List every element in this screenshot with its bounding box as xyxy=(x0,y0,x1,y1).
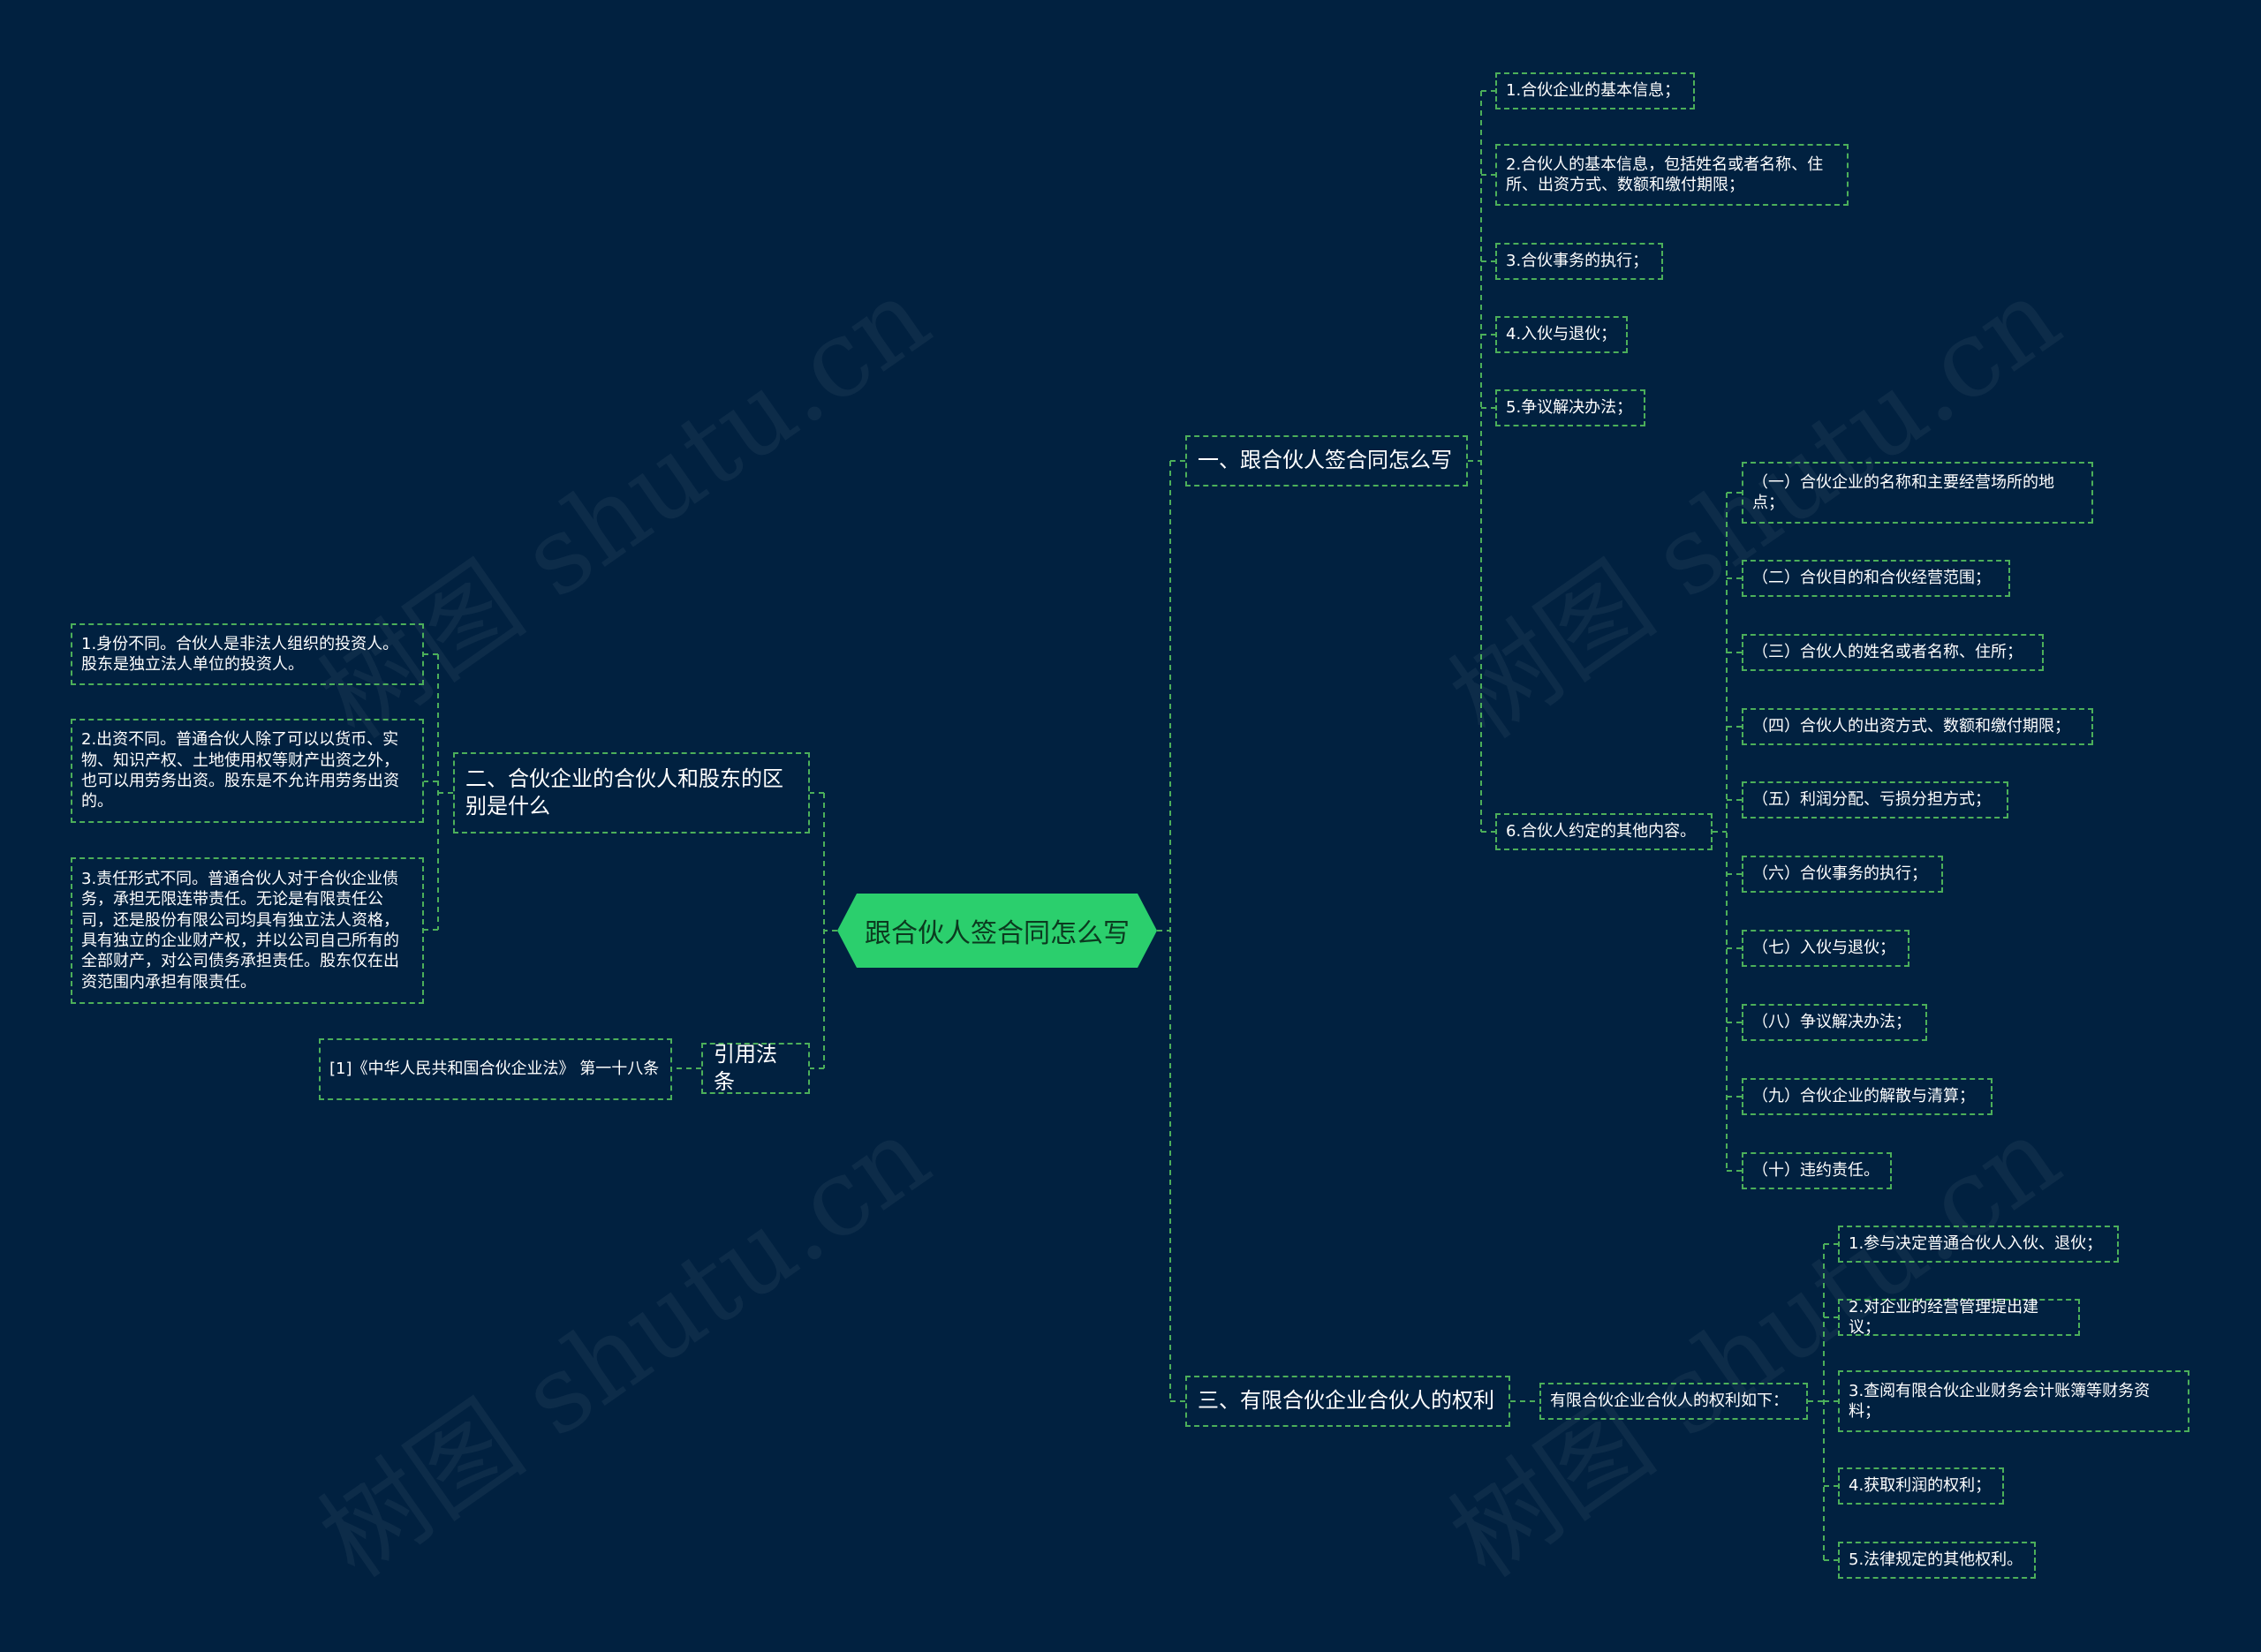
branch-limited-partner-rights[interactable]: 三、有限合伙企业合伙人的权利 xyxy=(1185,1376,1510,1427)
difference-item-1[interactable]: 1.身份不同。合伙人是非法人组织的投资人。股东是独立法人单位的投资人。 xyxy=(71,623,424,685)
right-item-2[interactable]: 2.对企业的经营管理提出建议； xyxy=(1838,1298,2080,1337)
root-topic[interactable]: 跟合伙人签合同怎么写 xyxy=(837,894,1157,968)
subitem-7[interactable]: （七）入伙与退伙； xyxy=(1742,930,1909,967)
subitem-2[interactable]: （二）合伙目的和合伙经营范围； xyxy=(1742,560,2010,597)
rights-intro[interactable]: 有限合伙企业合伙人的权利如下： xyxy=(1539,1383,1808,1420)
branch1-item-2[interactable]: 2.合伙人的基本信息，包括姓名或者名称、住所、出资方式、数额和缴付期限； xyxy=(1495,144,1849,206)
right-item-1[interactable]: 1.参与决定普通合伙人入伙、退伙； xyxy=(1838,1226,2119,1263)
subitem-8[interactable]: （八）争议解决办法； xyxy=(1742,1004,1927,1041)
branch1-item-6[interactable]: 6.合伙人约定的其他内容。 xyxy=(1495,813,1713,850)
branch-partner-vs-shareholder[interactable]: 二、合伙企业的合伙人和股东的区别是什么 xyxy=(453,752,810,834)
subitem-9[interactable]: （九）合伙企业的解散与清算； xyxy=(1742,1078,1993,1115)
right-item-5[interactable]: 5.法律规定的其他权利。 xyxy=(1838,1542,2036,1579)
branch1-item-4[interactable]: 4.入伙与退伙； xyxy=(1495,316,1628,353)
right-item-4[interactable]: 4.获取利润的权利； xyxy=(1838,1467,2004,1505)
difference-item-3[interactable]: 3.责任形式不同。普通合伙人对于合伙企业债务，承担无限连带责任。无论是有限责任公… xyxy=(71,857,424,1004)
right-item-3[interactable]: 3.查阅有限合伙企业财务会计账簿等财务资料； xyxy=(1838,1370,2189,1432)
subitem-3[interactable]: （三）合伙人的姓名或者名称、住所； xyxy=(1742,634,2044,671)
subitem-6[interactable]: （六）合伙事务的执行； xyxy=(1742,856,1943,893)
branch1-item-1[interactable]: 1.合伙企业的基本信息； xyxy=(1495,72,1695,109)
branch1-item-5[interactable]: 5.争议解决办法； xyxy=(1495,389,1645,426)
law-citation[interactable]: [1]《中华人民共和国合伙企业法》 第一十八条 xyxy=(319,1038,672,1100)
subitem-1[interactable]: （一）合伙企业的名称和主要经营场所的地点； xyxy=(1742,462,2093,524)
subitem-10[interactable]: （十）违约责任。 xyxy=(1742,1152,1892,1189)
branch1-item-3[interactable]: 3.合伙事务的执行； xyxy=(1495,243,1663,280)
subitem-5[interactable]: （五）利润分配、亏损分担方式； xyxy=(1742,781,2008,818)
branch-sign-contract[interactable]: 一、跟合伙人签合同怎么写 xyxy=(1185,435,1468,487)
difference-item-2[interactable]: 2.出资不同。普通合伙人除了可以以货币、实物、知识产权、土地使用权等财产出资之外… xyxy=(71,719,424,823)
subitem-4[interactable]: （四）合伙人的出资方式、数额和缴付期限； xyxy=(1742,708,2093,745)
branch-cited-law[interactable]: 引用法条 xyxy=(701,1042,810,1094)
